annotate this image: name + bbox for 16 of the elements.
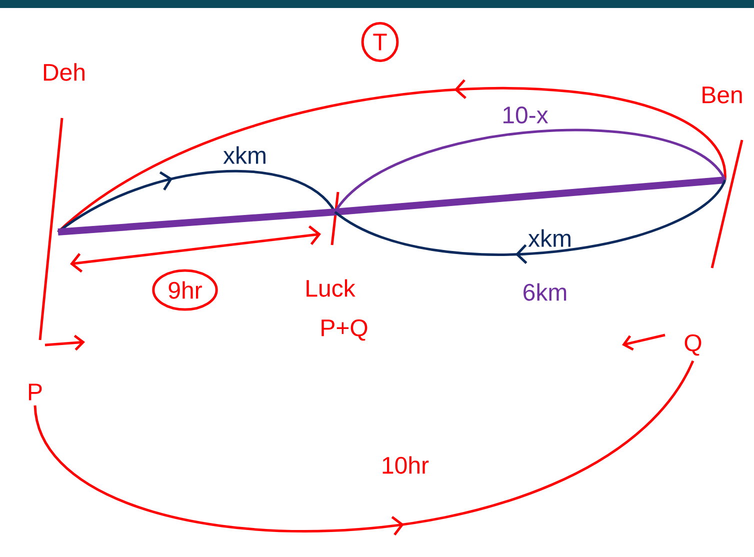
city-label: Luck <box>306 279 356 297</box>
circled-label: 9hr <box>152 269 218 311</box>
edge-label: 10hr <box>380 455 430 475</box>
edge-label: xkm <box>222 145 268 165</box>
arrow <box>70 225 321 273</box>
city-label: Deh <box>44 63 84 81</box>
line <box>58 208 336 236</box>
circled-label: T <box>361 22 399 62</box>
city-label: Ben <box>702 86 742 104</box>
person-label: Q <box>684 334 702 356</box>
edge-label: xkm <box>527 228 573 248</box>
distance-label: 6km <box>524 283 566 301</box>
line <box>334 176 726 216</box>
beside-label: P+Q <box>322 319 368 341</box>
person-label: P <box>28 384 42 400</box>
edge-label: 10-x <box>500 106 550 124</box>
